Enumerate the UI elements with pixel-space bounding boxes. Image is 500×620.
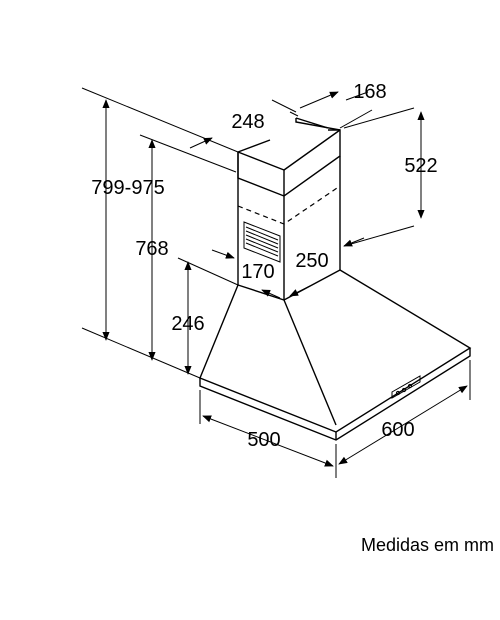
dimension-chimney-depth-bottom: 170 xyxy=(211,249,281,299)
chimney-top-front xyxy=(237,151,285,171)
hood-outline xyxy=(199,117,472,441)
hood-width-label: 600 xyxy=(381,419,414,441)
vent-grille xyxy=(243,221,281,263)
dimension-overall-height: 799-975 xyxy=(81,87,239,379)
dimension-canopy-height: 246 xyxy=(171,257,239,375)
dimension-hood-width: 600 xyxy=(338,360,471,465)
overall-height-label: 799-975 xyxy=(91,177,164,199)
chimney-depth-bottom-label: 170 xyxy=(241,261,274,283)
hood-depth-label: 500 xyxy=(247,429,280,451)
dimension-chimney-depth-top: 248 xyxy=(189,99,297,149)
chimney-top-back xyxy=(295,117,329,129)
chimney-width-bottom-label: 250 xyxy=(295,250,328,272)
dimension-chimney-width-top: 168 xyxy=(289,81,387,129)
chimney-depth-top-label: 248 xyxy=(231,111,264,133)
chimney-upper-front xyxy=(237,129,341,197)
dimension-hood-depth: 500 xyxy=(199,390,337,478)
chimney-top-right xyxy=(283,129,341,171)
dimension-chimney-width-bottom: 250 xyxy=(289,237,365,297)
chimney-height-label: 522 xyxy=(404,155,437,177)
chimney-width-top-label: 168 xyxy=(353,81,386,103)
canopy-outline xyxy=(199,269,472,433)
canopy-height-label: 246 xyxy=(171,313,204,335)
dimension-body-height: 768 xyxy=(135,134,237,361)
body-height-label: 768 xyxy=(135,238,168,260)
dimension-chimney-height: 522 xyxy=(343,107,438,247)
units-caption: Medidas em mm xyxy=(360,535,494,555)
canopy-front-ridge xyxy=(283,299,337,426)
telescopic-overlap-line xyxy=(237,185,341,225)
chimney-top-left xyxy=(237,139,271,153)
